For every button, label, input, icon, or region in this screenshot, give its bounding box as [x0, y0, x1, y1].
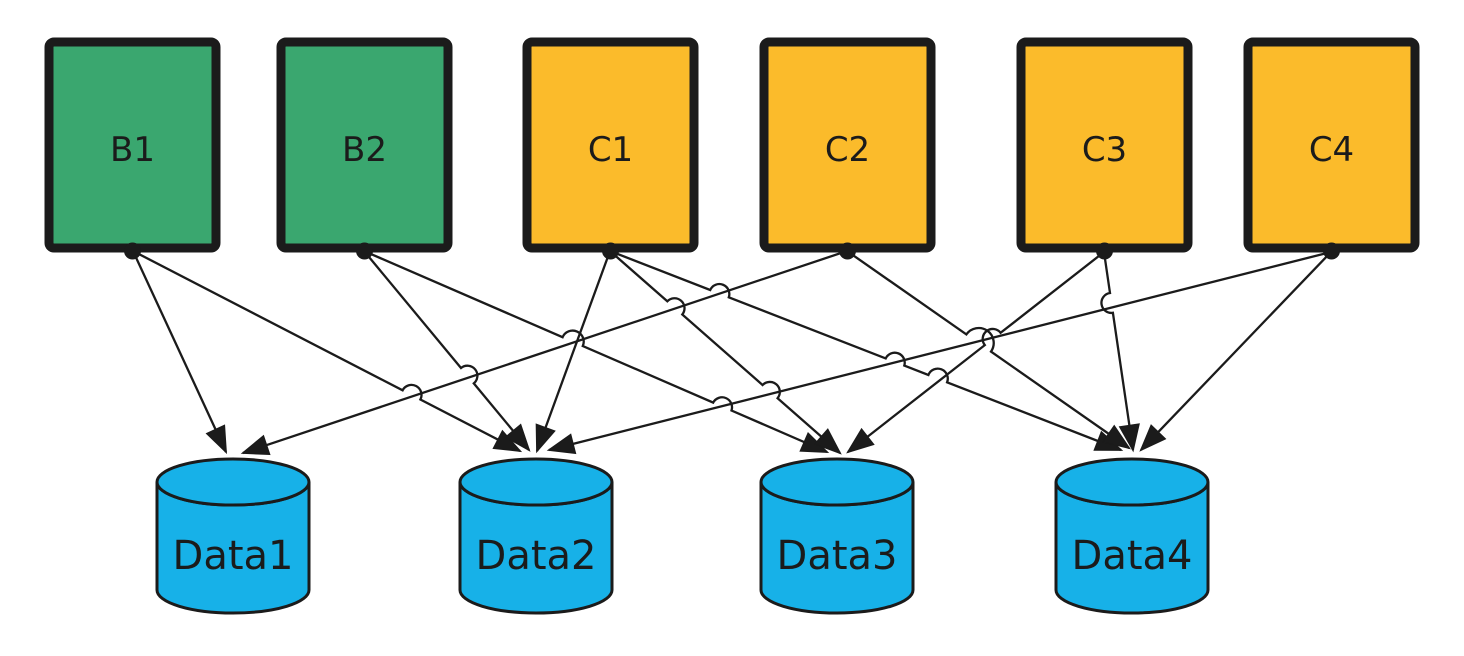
- box-label-C3: C3: [1082, 130, 1127, 170]
- box-B1: B1: [44, 37, 221, 260]
- box-C3: C3: [1016, 37, 1193, 260]
- database-label-Data1: Data1: [173, 533, 294, 579]
- edge-C1-Data4: [609, 249, 1124, 452]
- connection-dot-C3: [1096, 242, 1113, 260]
- edge-C4-Data2: [546, 250, 1332, 455]
- database-label-Data4: Data4: [1072, 533, 1193, 579]
- edge-C2-Data1: [240, 249, 848, 456]
- edge-B1-Data1: [131, 250, 228, 455]
- database-Data2: Data2: [458, 457, 614, 615]
- edge-B2-Data2: [363, 250, 531, 452]
- edge-C1-Data3: [609, 250, 842, 455]
- database-Data1: Data1: [155, 457, 311, 615]
- box-B2: B2: [276, 37, 453, 260]
- edge-B2-Data3: [363, 249, 830, 454]
- connection-dot-C1: [602, 242, 619, 260]
- box-label-B2: B2: [342, 130, 387, 170]
- connection-dot-C2: [839, 242, 856, 260]
- box-label-C2: C2: [825, 130, 870, 170]
- edge-C3-Data3: [846, 251, 1105, 454]
- connection-dot-B1: [124, 242, 141, 260]
- edge-C3-Data4: [1100, 251, 1140, 453]
- database-top-Data1: [155, 457, 311, 507]
- edge-C4-Data4: [1139, 251, 1332, 452]
- database-label-Data3: Data3: [777, 533, 898, 579]
- database-top-Data2: [458, 457, 614, 507]
- connection-dot-C4: [1323, 242, 1340, 260]
- database-Data4: Data4: [1054, 457, 1210, 615]
- database-top-Data4: [1054, 457, 1210, 507]
- edge-B1-Data2: [132, 249, 523, 453]
- box-label-C4: C4: [1309, 130, 1354, 170]
- database-Data3: Data3: [759, 457, 915, 615]
- box-label-C1: C1: [588, 130, 633, 170]
- box-C4: C4: [1243, 37, 1420, 260]
- edge-C1-Data2: [535, 250, 612, 454]
- database-top-Data3: [759, 457, 915, 507]
- connection-dot-B2: [356, 242, 373, 260]
- box-label-B1: B1: [110, 130, 155, 170]
- database-label-Data2: Data2: [476, 533, 597, 579]
- box-C1: C1: [522, 37, 699, 260]
- box-C2: C2: [759, 37, 936, 260]
